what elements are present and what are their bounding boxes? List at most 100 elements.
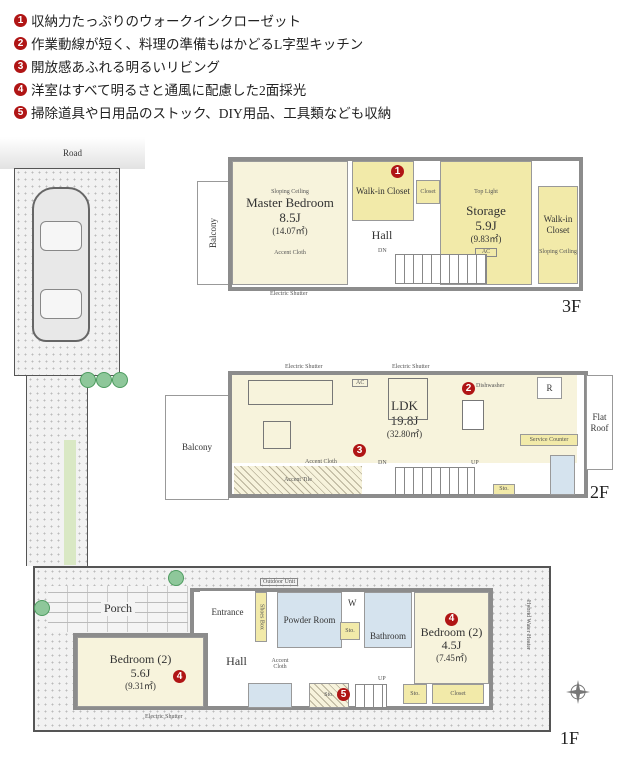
road: Road <box>0 137 145 169</box>
feature-item: 4 洋室はすべて明るさと通風に配慮した2面採光 <box>14 79 306 99</box>
shoes-box: Shoes Box <box>255 592 267 642</box>
accent-tile-label: Accent Tile <box>284 476 312 483</box>
feature-text: 作業動線が短く、料理の準備もはかどるL字型キッチン <box>31 37 364 52</box>
flat-roof-label: Flat Roof <box>590 412 609 433</box>
side-path <box>26 376 88 566</box>
room-name: Porch <box>101 601 135 616</box>
marker-3: 3 <box>14 59 27 73</box>
marker-2: 2 <box>14 36 27 50</box>
room-walk-in-closet: Walk-in Closet <box>352 161 414 221</box>
room-name: Bedroom (2) <box>420 624 483 639</box>
room-master-bedroom: Sloping Ceiling Master Bedroom 8.5J (14.… <box>232 161 348 285</box>
floor-label-1f: 1F <box>560 728 580 748</box>
marker-4: 4 <box>14 82 27 96</box>
balcony-label: Balcony <box>207 218 218 248</box>
hall-1f: Hall <box>208 648 265 676</box>
stairs-down-label: DN <box>378 248 387 254</box>
feature-text: 開放感あふれる明るいリビング <box>31 60 220 75</box>
room-area: (7.45㎡) <box>436 653 467 664</box>
room-area: (9.83㎡) <box>470 233 502 244</box>
flat-roof: Flat Roof <box>586 375 613 470</box>
electric-shutter-label: Electric Shutter <box>145 714 183 720</box>
electric-shutter-label: Electric Shutter <box>270 291 308 297</box>
feature-text: 掃除道具や日用品のストック、DIY用品、工具類なども収納 <box>31 106 392 121</box>
room-porch: Porch <box>48 586 188 632</box>
accent-cloth-label: Accent Cloth <box>305 459 337 465</box>
hall-3f: Hall <box>348 222 416 250</box>
marker-4: 4 <box>445 612 458 626</box>
room-size: 4.5J <box>441 638 462 653</box>
closet-1f: Closet <box>432 684 484 704</box>
feature-item: 5 掃除道具や日用品のストック、DIY用品、工具類なども収納 <box>14 102 391 122</box>
refrigerator-label: R <box>546 382 553 393</box>
sloping-ceiling-label: Sloping Ceiling <box>539 248 577 255</box>
closet-label: Closet <box>450 690 466 697</box>
stairs-3f <box>395 254 487 284</box>
tree-icon <box>34 600 50 616</box>
electric-shutter-label: Electric Shutter <box>285 364 323 370</box>
room-name: Master Bedroom <box>246 194 334 210</box>
room-name: Bedroom (2) <box>109 652 172 667</box>
room-size: 5.6J <box>130 665 151 680</box>
accent-cloth-label: Accent Cloth <box>271 658 289 670</box>
room-walk-in-closet-2: Walk-in Closet Sloping Ceiling <box>538 186 578 284</box>
marker-2: 2 <box>462 382 475 395</box>
feature-text: 洋室はすべて明るさと通風に配慮した2面採光 <box>31 83 307 98</box>
balcony-3f: Balcony <box>197 181 229 285</box>
storage-label: Sto. <box>410 690 420 697</box>
dining-table-icon <box>388 378 428 420</box>
accent-cloth-label: Accent Cloth <box>274 250 306 257</box>
service-counter: Service Counter <box>520 434 578 446</box>
garden-strip <box>64 440 76 565</box>
car-icon <box>32 187 90 342</box>
road-label: Road <box>63 148 82 158</box>
shoes-box-label: Shoes Box <box>258 604 265 630</box>
sink-icon <box>462 400 484 430</box>
storage-powder: Sto. <box>340 622 360 640</box>
floor-label-2f: 2F <box>590 482 610 502</box>
storage-label: Sto. <box>499 486 509 493</box>
room-closet: Closet <box>416 180 440 204</box>
accent-tile-area: Accent Tile <box>234 466 362 494</box>
room-entrance: Entrance <box>200 591 255 633</box>
service-counter-label: Service Counter <box>529 436 569 443</box>
room-powder: Powder Room <box>277 592 342 648</box>
feature-item: 2 作業動線が短く、料理の準備もはかどるL字型キッチン <box>14 33 363 53</box>
storage-1f: Sto. <box>403 684 427 704</box>
room-size: 8.5J <box>279 209 301 225</box>
sofa-icon <box>248 380 333 405</box>
compass-icon <box>566 680 590 704</box>
stairs-2f <box>395 467 475 495</box>
tree-icon <box>112 372 128 388</box>
stairs-down-label: DN <box>378 460 387 466</box>
room-name: Bathroom <box>370 630 406 641</box>
stairs-up-label: UP <box>378 676 386 682</box>
room-name: Closet <box>420 188 436 195</box>
dishwasher-label: Dishwasher <box>476 383 505 389</box>
marker-5: 5 <box>14 105 27 119</box>
room-area: (9.31㎡) <box>125 680 156 691</box>
top-light-label: Top Light <box>474 189 498 195</box>
room-name: Hall <box>226 654 247 669</box>
room-name: Hall <box>371 228 393 243</box>
electric-shutter-label: Electric Shutter <box>392 364 430 370</box>
room-area: (32.80㎡) <box>386 428 423 439</box>
storage-label: Sto. <box>345 627 355 634</box>
feature-text: 収納力たっぷりのウォークインクローゼット <box>31 14 301 29</box>
marker-5: 5 <box>337 688 350 701</box>
room-name: LDK <box>391 397 418 413</box>
room-name: Storage <box>466 202 506 218</box>
floor-label-3f: 3F <box>562 296 582 316</box>
room-name: Walk-in Closet <box>543 214 573 235</box>
toilet-2f <box>550 455 575 495</box>
room-bathroom: Bathroom <box>364 592 412 648</box>
ac-unit: AC <box>352 379 369 387</box>
table-icon <box>263 421 291 449</box>
marker-1: 1 <box>391 165 404 178</box>
marker-4: 4 <box>173 670 186 683</box>
sloping-ceiling-label: Sloping Ceiling <box>271 189 309 195</box>
room-name: Entrance <box>211 606 244 617</box>
tree-icon <box>168 570 184 586</box>
room-area: (14.07㎡) <box>272 225 308 236</box>
